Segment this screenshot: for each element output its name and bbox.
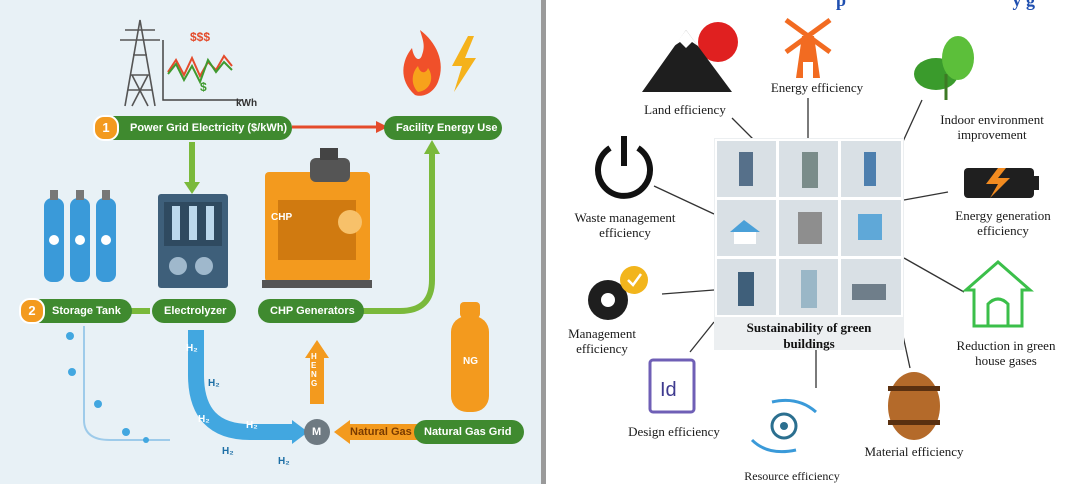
windmill-icon [784,17,832,78]
power-grid-pill: Power Grid Electricity ($/kWh) [102,116,292,140]
facility-energy-pill: Facility Energy Use [384,116,502,140]
battery-icon [964,168,1039,198]
natural-gas-label: Natural Gas [350,426,412,438]
electrolyzer-pill: Electrolyzer [152,299,236,323]
h2-bubble-2: H₂ [208,378,220,389]
green-building-graphic: Id [588,17,1039,454]
svg-text:Id: Id [660,379,677,401]
hydrogen-energy-diagram: $$$ $ kWh Power Grid Electricity ($/kWh)… [0,0,541,484]
design-efficiency-label: Design efficiency [628,424,720,439]
energy-generation-label: Energy generation efficiency [955,208,1051,238]
power-icon [595,136,653,199]
hydrogen-tanks-icon [44,190,116,282]
price-high-label: $$$ [190,30,211,44]
storage-tank-label: Storage Tank [52,305,121,317]
price-low-label: $ [200,80,207,94]
electrolyzer-icon [158,194,228,288]
gear-hands-icon [750,398,817,454]
mixer-label: M [312,426,322,438]
barrel-icon [888,372,940,440]
mountain-icon [642,22,738,92]
price-chart-icon [162,40,242,101]
material-efficiency-label: Material efficiency [864,444,964,459]
price-unit-label: kWh [236,98,258,109]
h2-bubble-6: H₂ [278,456,290,467]
chp-generator-icon [262,148,372,288]
chp-generators-pill: CHP Generators [258,299,364,323]
center-label: Sustainability of green buildings [746,320,872,351]
h2-bubble-5: H₂ [222,446,234,457]
step2-number-badge: 2 [19,298,45,324]
gears-icon [588,266,648,320]
building-icons [730,152,886,308]
panel-divider [541,0,546,484]
waste-management-label: Waste management efficiency [574,210,676,240]
lightning-icon [452,36,476,92]
energy-efficiency-label: Energy efficiency [770,80,864,95]
management-efficiency-label: Management efficiency [568,326,636,356]
cropped-title: p y g [836,0,1036,10]
h2-bubble-3: H₂ [198,414,210,425]
indoor-environment-label: Indoor environment improvement [940,112,1044,142]
id-document-icon: Id [648,358,696,414]
green-building-diagram: Id Land efficiency Energy efficiency Ind… [546,0,1070,484]
resource-efficiency-label: Resource efficiency [744,469,840,483]
ng-badge: NG [463,356,478,367]
flame-icon [403,30,441,96]
greenhouse-gases-label: Reduction in green house gases [956,338,1056,368]
natural-gas-grid-pill: Natural Gas Grid [414,420,524,444]
hydrogen-energy-graphic [44,19,489,445]
h2-bubble-1: H₂ [186,343,198,354]
step1-number-badge: 1 [93,115,119,141]
building-grid [715,139,903,317]
h2-bubble-4: H₂ [246,420,258,431]
chp-badge: CHP [271,212,293,223]
heng-label: HENG [311,352,318,388]
plant-icon [914,36,974,100]
power-grid-label: Power Grid Electricity ($/kWh) [130,122,288,134]
ng-cylinder-icon [451,302,489,412]
house-icon [962,260,1034,328]
transmission-tower-icon [120,19,160,107]
land-efficiency-label: Land efficiency [644,102,726,117]
